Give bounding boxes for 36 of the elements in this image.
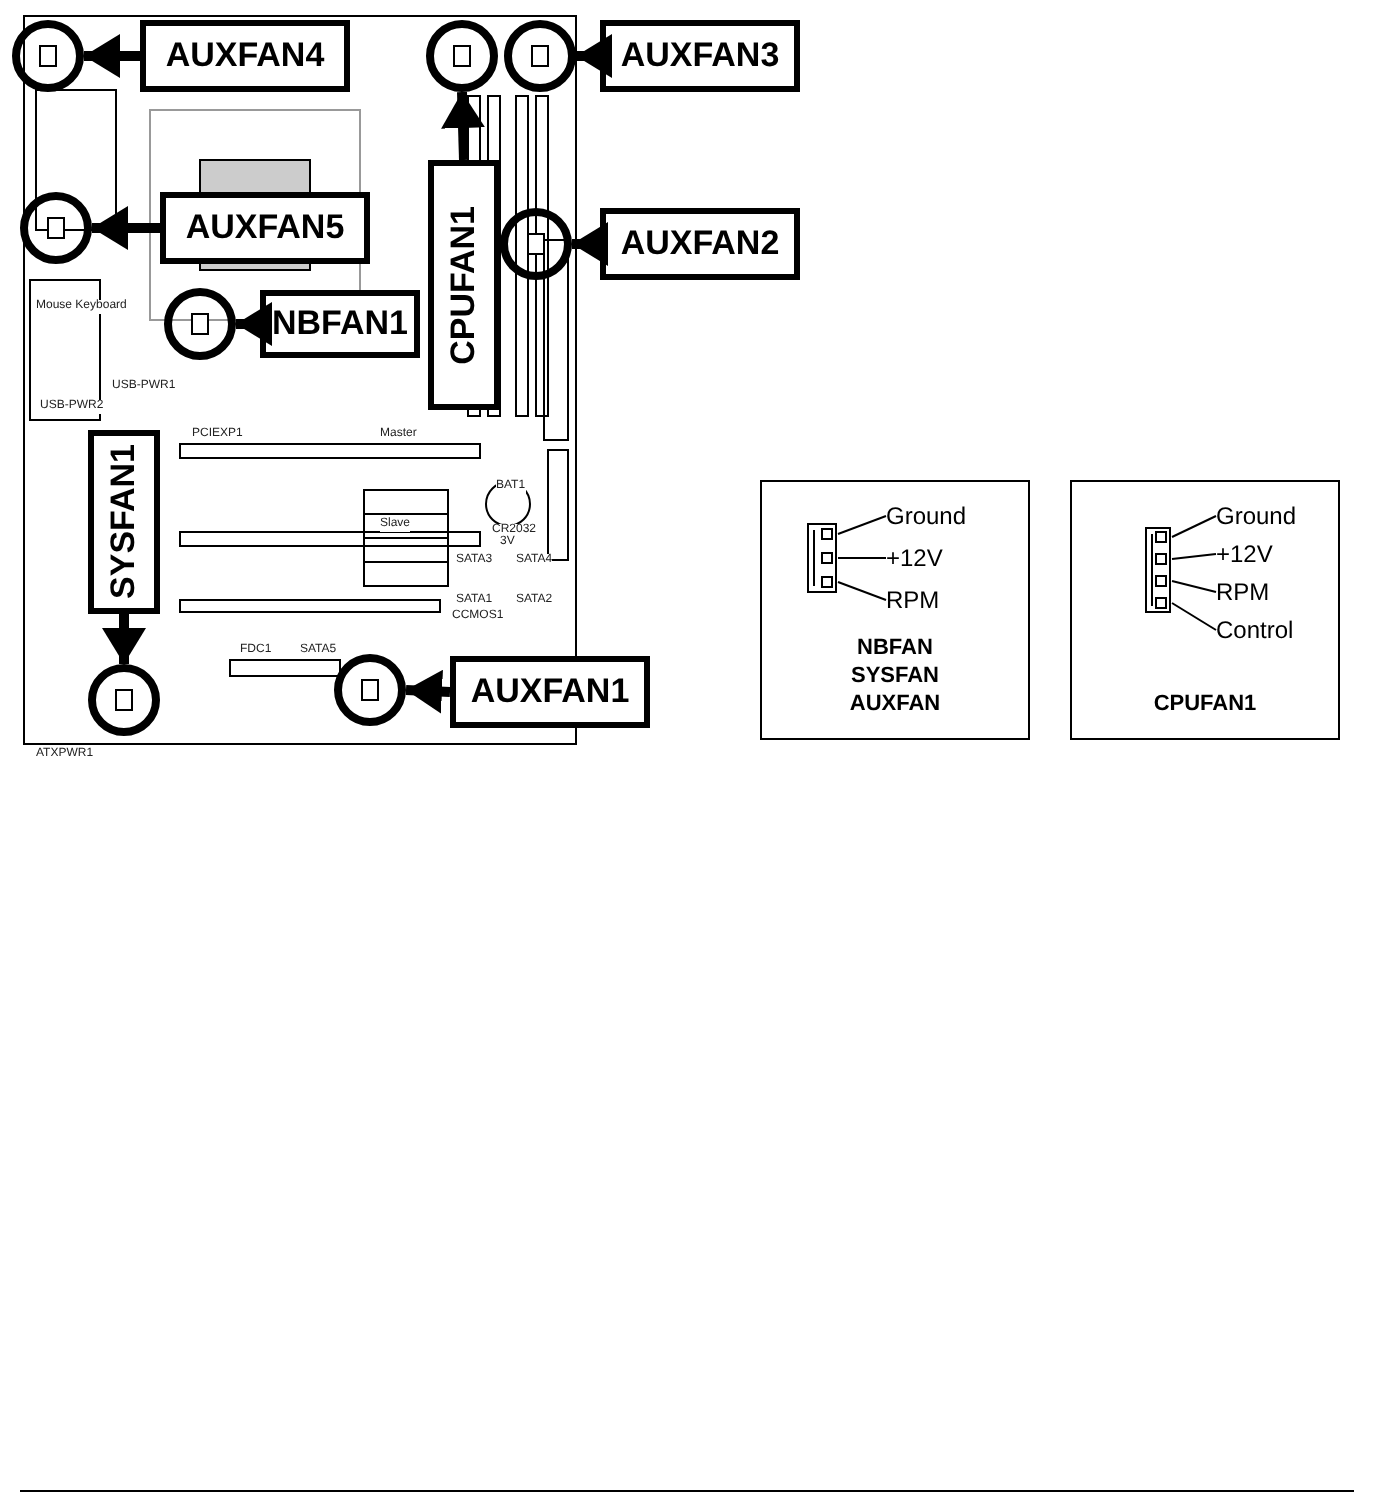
highlight-circle	[12, 20, 84, 92]
leader-line	[1171, 553, 1217, 560]
pin-label: +12V	[1216, 540, 1273, 568]
highlight-circle	[88, 664, 160, 736]
pinout-panel	[1070, 480, 1340, 740]
leader-line	[1171, 515, 1217, 538]
leader-line	[837, 557, 887, 559]
highlight-circle	[164, 288, 236, 360]
connector-caption: CPUFAN1	[1151, 690, 1259, 718]
highlight-circle	[504, 20, 576, 92]
callout-arrow	[405, 669, 451, 714]
leader-line	[1171, 580, 1217, 593]
pin-label: Ground	[1216, 502, 1297, 530]
pin-label: +12V	[886, 544, 943, 572]
pin-label: Ground	[886, 502, 967, 530]
connector-caption: NBFAN SYSFAN AUXFAN	[847, 634, 943, 718]
highlight-circle	[426, 20, 498, 92]
callout-arrow	[84, 34, 140, 78]
callout-arrow	[102, 614, 146, 664]
pinout-panel	[760, 480, 1030, 740]
callout-arrow	[92, 206, 160, 250]
callout-arrow	[572, 222, 608, 266]
fan-connector-icon	[806, 522, 838, 594]
pin-label: RPM	[886, 586, 940, 614]
callout-arrow	[236, 302, 272, 346]
callout-arrow	[441, 91, 486, 161]
highlight-circle	[20, 192, 92, 264]
pin-label: Control	[1216, 616, 1294, 644]
callout-arrow	[576, 34, 612, 78]
pin-label: RPM	[1216, 578, 1270, 606]
leader-line	[1171, 602, 1217, 631]
highlight-circle	[500, 208, 572, 280]
fan-connector-icon	[1144, 526, 1172, 614]
leader-line	[837, 581, 887, 601]
leader-line	[837, 515, 887, 535]
highlight-circle	[334, 654, 406, 726]
